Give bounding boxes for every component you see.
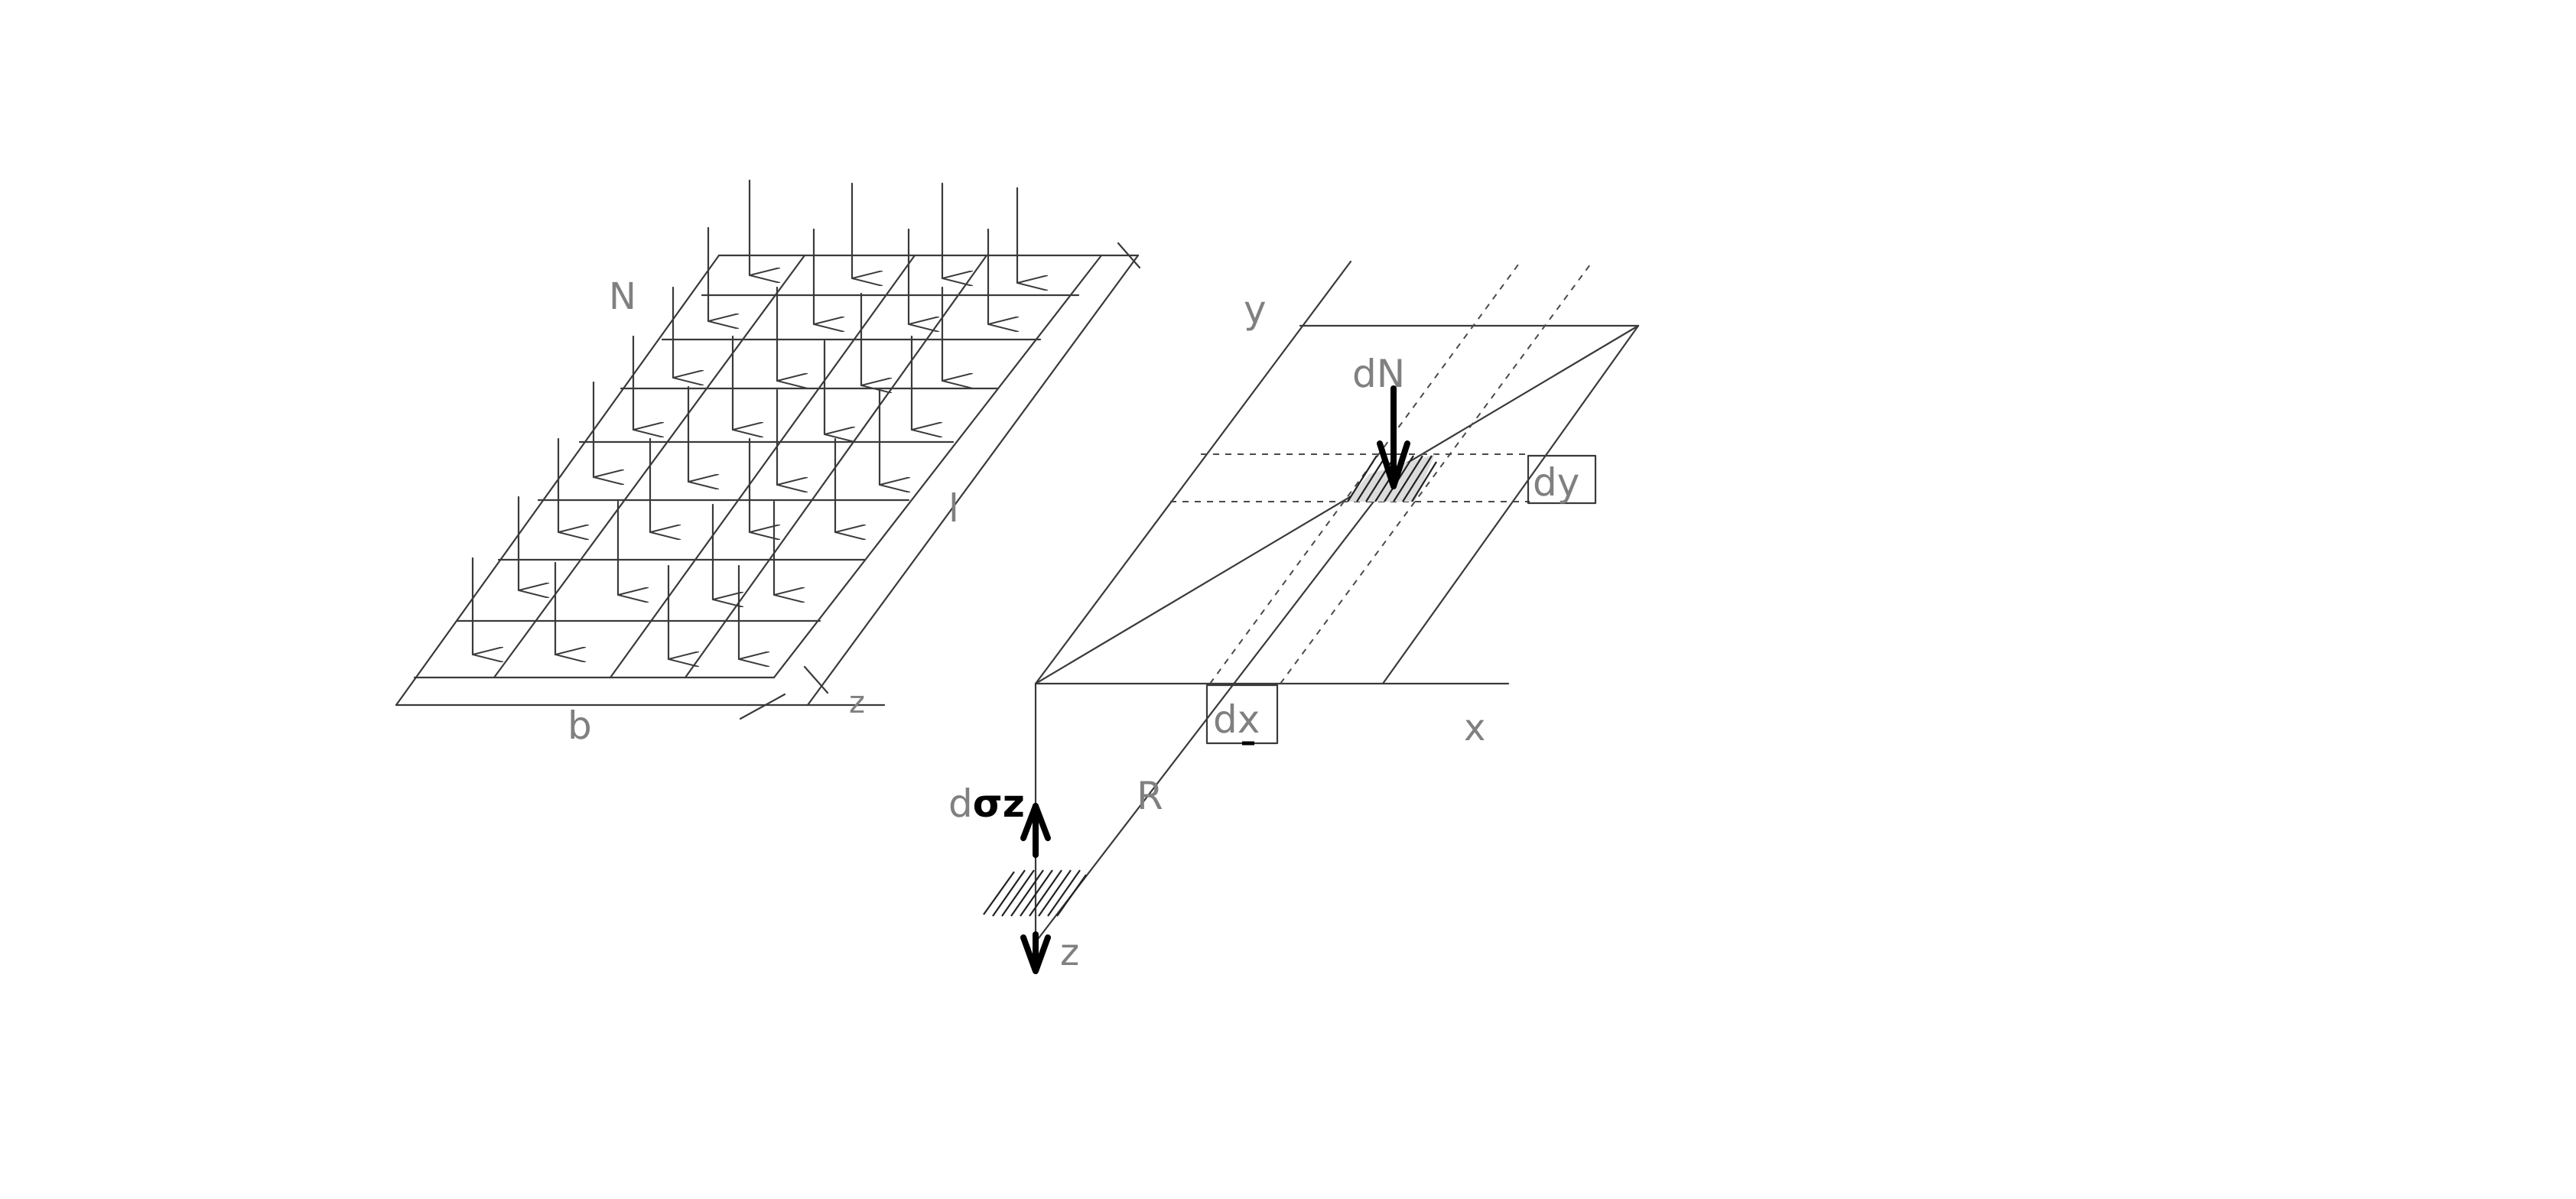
- z-axis-arrow: [1020, 931, 1051, 974]
- dN-label: dN: [1352, 352, 1405, 396]
- left-z-label: z: [849, 685, 865, 720]
- dy-label: dy: [1533, 460, 1579, 505]
- sigma-z-symbol: σz: [973, 781, 1025, 826]
- elementary-area-figure: y dN dy dx x R dσz z: [948, 260, 1640, 974]
- plate-inner-right-edge: [772, 254, 1103, 679]
- x-axis-label: x: [1464, 707, 1485, 749]
- dx-label: dx: [1213, 697, 1260, 742]
- dy-box: [1527, 454, 1597, 505]
- y-axis-label: y: [1244, 288, 1267, 332]
- tick-top-right: [1117, 242, 1141, 269]
- sigma-z-arrow: [1020, 803, 1051, 858]
- load-arrows: [471, 179, 1017, 659]
- loaded-plate: N l b z: [395, 179, 1141, 748]
- grid-column: [609, 254, 916, 679]
- z-axis-label: z: [1060, 931, 1079, 974]
- area-diagonal: [1034, 324, 1640, 685]
- width-label-b: b: [568, 703, 592, 748]
- sigma-z-label: dσz: [948, 781, 1025, 826]
- length-label-l: l: [948, 486, 959, 531]
- sigma-z-prefix: d: [948, 781, 973, 826]
- area-right-edge: [1381, 324, 1640, 685]
- dN-force-arrow: [1377, 385, 1410, 489]
- strip-dx-right: [1280, 261, 1593, 684]
- distance-R-line: [1034, 474, 1395, 944]
- tick-bottom: [739, 693, 786, 720]
- R-label: R: [1137, 774, 1163, 818]
- tick-bottom-right: [803, 665, 829, 694]
- load-label-N: N: [609, 275, 636, 318]
- stress-point-hatch: [983, 869, 1087, 917]
- plate-right-edge: [806, 254, 1140, 707]
- y-axis: [1034, 260, 1352, 685]
